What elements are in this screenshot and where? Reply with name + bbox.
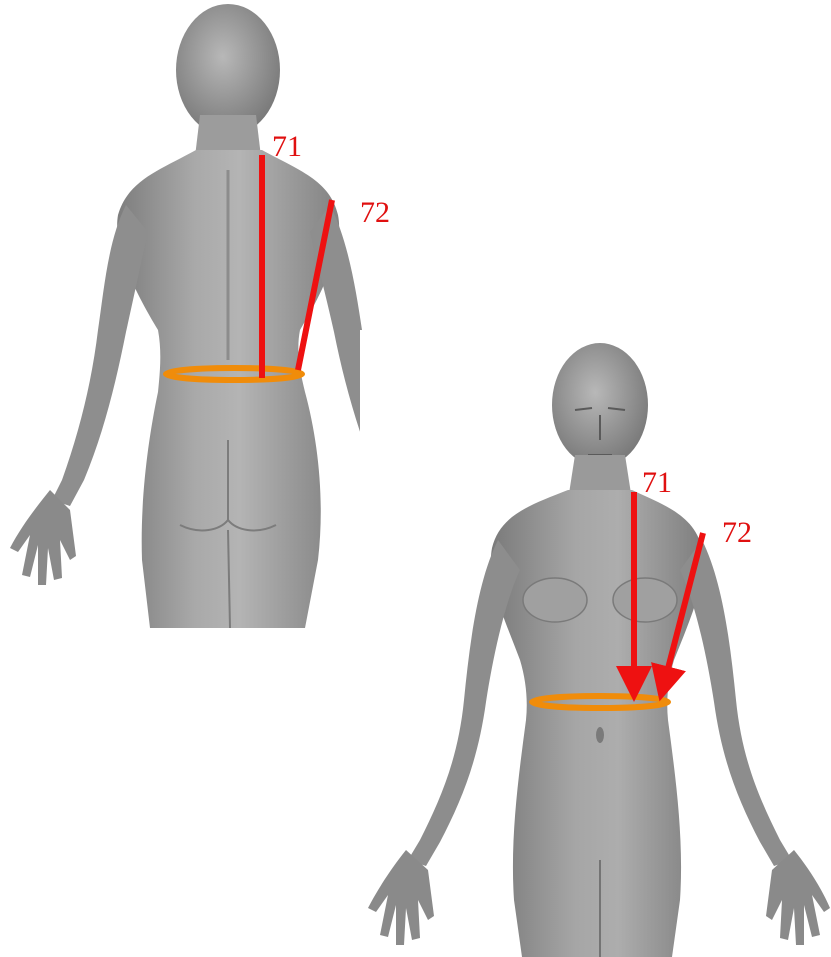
front-head: [552, 343, 648, 467]
front-navel: [596, 727, 604, 743]
back-label-72: 72: [360, 196, 390, 229]
front-label-72: 72: [722, 516, 752, 549]
front-label-71: 71: [642, 466, 672, 499]
front-chest-left: [523, 578, 587, 622]
back-left-arm: [52, 205, 148, 506]
front-view-figure: [360, 330, 831, 957]
back-label-71: 71: [272, 130, 302, 163]
front-chest-right: [613, 578, 677, 622]
